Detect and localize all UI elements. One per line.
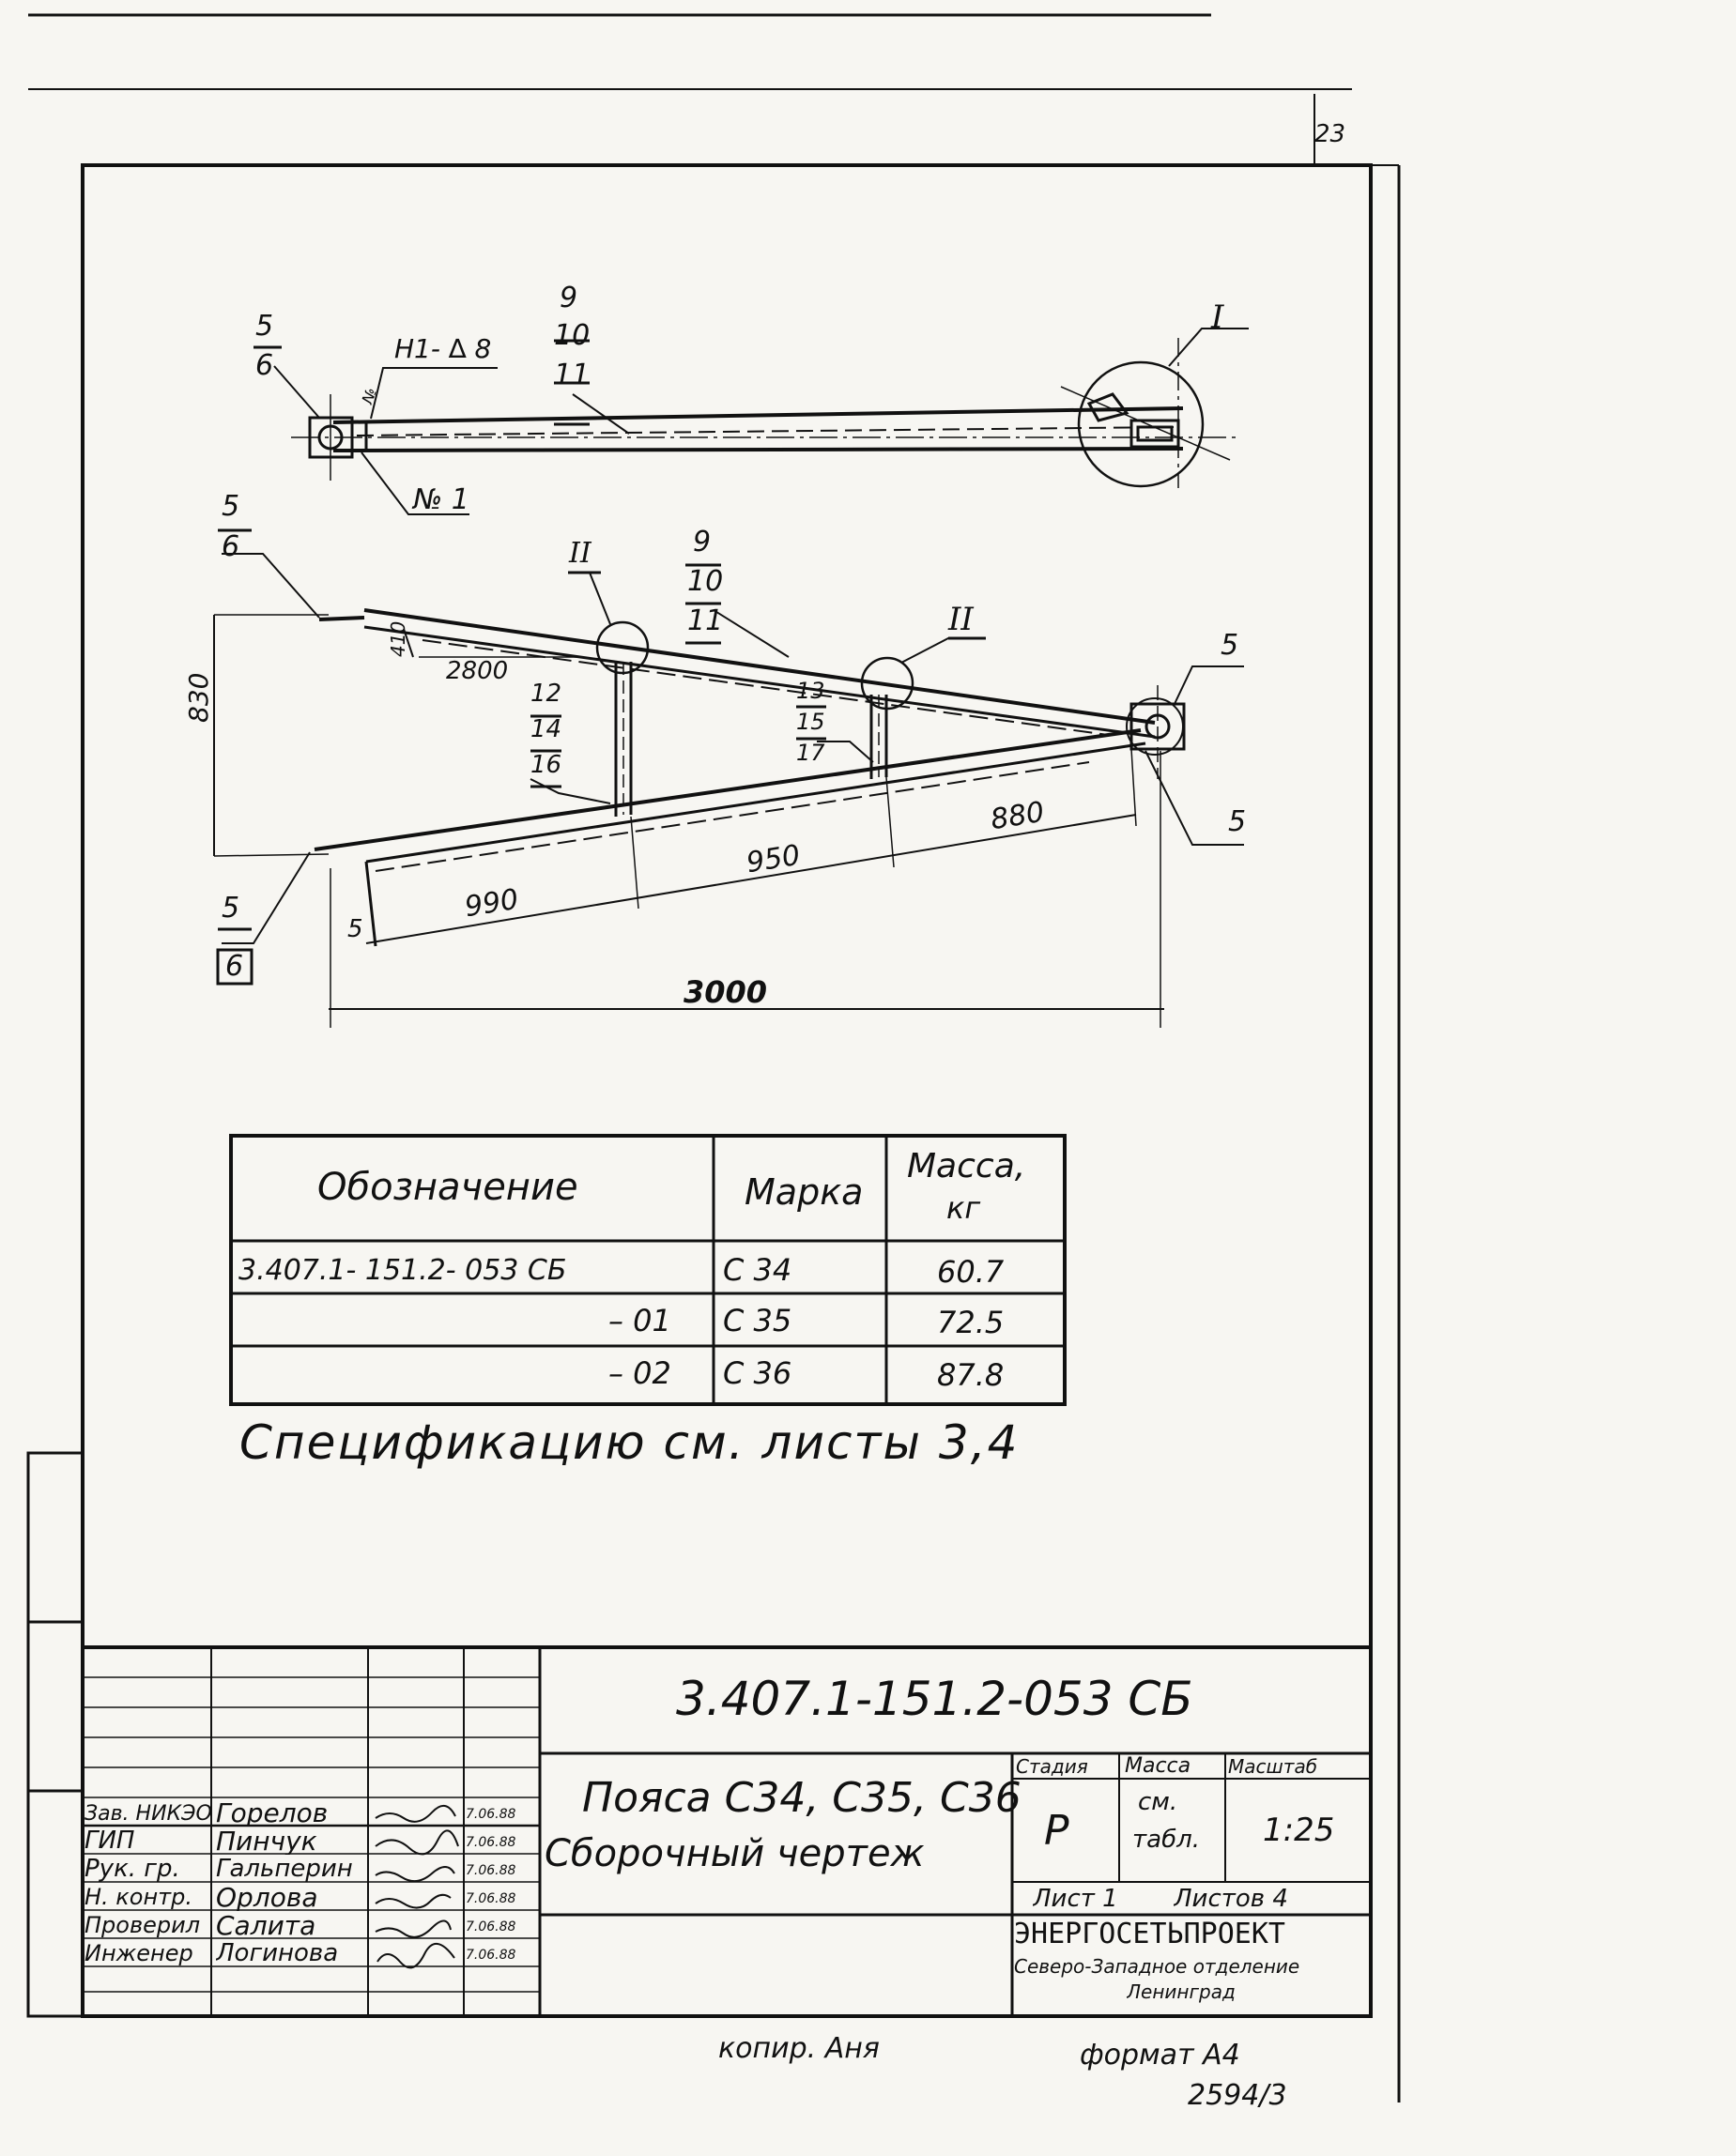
row-1-designation: 3.407.1- 151.2- 053 СБ [238, 1253, 567, 1287]
sig-date-2: 7.06.88 [466, 1835, 516, 1850]
sig-date-4: 7.06.88 [466, 1891, 516, 1906]
callout-pos-5-right-bottom: 5 [1228, 805, 1247, 838]
callout-pos-15: 15 [796, 709, 825, 735]
sheet-frame [26, 13, 1401, 2102]
mass-header: Масса [1125, 1754, 1191, 1778]
header-designation: Обозначение [317, 1166, 578, 1209]
header-mass-unit: кг [946, 1190, 981, 1226]
row-1-mark: С 34 [723, 1252, 792, 1288]
sig-name-3: Гальперин [216, 1855, 353, 1883]
row-1-mass: 60.7 [937, 1254, 1005, 1290]
row-2-mark: С 35 [723, 1303, 792, 1338]
node-II-label-b: II [948, 601, 974, 638]
title-line-2: Сборочный чертеж [545, 1832, 925, 1875]
callout-pos-6-front: 6 [222, 530, 240, 563]
sig-name-2: Пинчук [216, 1827, 317, 1855]
archive-number: 2594/3 [1188, 2079, 1287, 2112]
scale-header: Масштаб [1228, 1754, 1318, 1778]
dim-3000: 3000 [684, 974, 768, 1010]
row-3-designation: – 02 [608, 1355, 671, 1391]
dim-830: 830 [183, 672, 214, 723]
callout-pos-10-top: 10 [554, 319, 591, 352]
callout-pos-16: 16 [530, 751, 562, 779]
mark-table-grid [233, 1138, 1063, 1402]
callout-pos-13: 13 [796, 678, 825, 704]
callout-pos-6-top: 6 [255, 349, 274, 382]
sig-date-1: 7.06.88 [466, 1807, 516, 1822]
sig-date-3: 7.06.88 [466, 1863, 516, 1878]
callout-pos-9-top: 9 [560, 282, 578, 314]
document-code: 3.407.1-151.2-053 СБ [676, 1672, 1193, 1726]
callout-pos-11-front: 11 [687, 604, 724, 637]
sheets-value: Листов 4 [1174, 1884, 1288, 1913]
sig-date-6: 7.06.88 [466, 1948, 516, 1963]
callout-no1: № 1 [413, 483, 469, 516]
row-2-designation: – 01 [608, 1303, 671, 1338]
org-city: Ленинград [1127, 1980, 1236, 2003]
dim-410: 410 [387, 620, 409, 657]
callout-weld: Н1- ∆ 8 [394, 333, 492, 364]
callout-pos-5-right-top: 5 [1221, 629, 1239, 662]
callout-pos-12: 12 [530, 680, 562, 708]
sig-role-2: ГИП [84, 1827, 135, 1854]
scale-value: 1:25 [1263, 1812, 1335, 1849]
stage-header: Стадия [1016, 1754, 1088, 1778]
callout-pos-5-front: 5 [222, 490, 240, 523]
title-line-1: Пояса С34, С35, С36 [582, 1773, 1022, 1822]
sig-role-3: Рук. гр. [84, 1856, 180, 1882]
mark-table: Обозначение Марка Масса, кг 3.407.1- 151… [229, 1134, 1067, 1406]
header-mark: Марка [745, 1171, 864, 1213]
row-2-mass: 72.5 [937, 1305, 1005, 1340]
callout-pos-14: 14 [530, 715, 562, 743]
sig-role-1: Зав. НИКЭО [84, 1801, 212, 1826]
header-mass: Масса, [907, 1147, 1026, 1185]
mass-value-line1: см. [1138, 1788, 1178, 1816]
sig-role-6: Инженер [84, 1940, 193, 1966]
sig-name-5: Салита [216, 1911, 316, 1939]
callout-pos-17: 17 [796, 740, 825, 766]
callout-pos-11-top: 11 [554, 359, 591, 391]
front-view [213, 553, 1244, 1028]
node-II-label-a: II [569, 537, 591, 570]
node-I-label: I [1211, 298, 1224, 336]
mass-value-line2: табл. [1132, 1826, 1200, 1854]
spec-note: Спецификацию см. листы 3,4 [239, 1415, 1020, 1470]
org-name: ЭНЕРГОСЕТЬПРОЕКТ [1014, 1917, 1285, 1950]
callout-bars [216, 339, 986, 986]
org-branch: Северо-Западное отделение [1014, 1955, 1300, 1978]
callout-pos-9-front: 9 [693, 526, 712, 558]
page-number: 23 [1314, 120, 1346, 148]
row-3-mass: 87.8 [937, 1357, 1005, 1393]
stage-value: Р [1044, 1806, 1069, 1855]
sheet-value: Лист 1 [1033, 1884, 1118, 1913]
sig-name-1: Горелов [216, 1798, 329, 1827]
sig-date-5: 7.06.88 [466, 1919, 516, 1934]
callout-pos-5-top: 5 [255, 310, 274, 343]
sig-role-5: Проверил [84, 1912, 201, 1938]
callout-pos-5-bottom: 5 [222, 892, 240, 925]
signatures-scrawl [375, 1805, 459, 1969]
dim-2800: 2800 [446, 657, 509, 685]
top-view [273, 328, 1249, 515]
sig-role-4: Н. контр. [84, 1884, 193, 1910]
dim-5: 5 [347, 915, 363, 943]
sig-name-6: Логинова [216, 1939, 339, 1967]
row-3-mark: С 36 [723, 1355, 792, 1391]
format-label: формат А4 [1080, 2039, 1240, 2072]
callout-pos-6-bottom: 6 [225, 950, 244, 983]
callout-pos-10-front: 10 [687, 565, 724, 598]
sig-name-4: Орлова [216, 1883, 318, 1911]
title-block-grid [83, 1645, 1371, 2016]
copied-by: копир. Аня [718, 2032, 880, 2065]
